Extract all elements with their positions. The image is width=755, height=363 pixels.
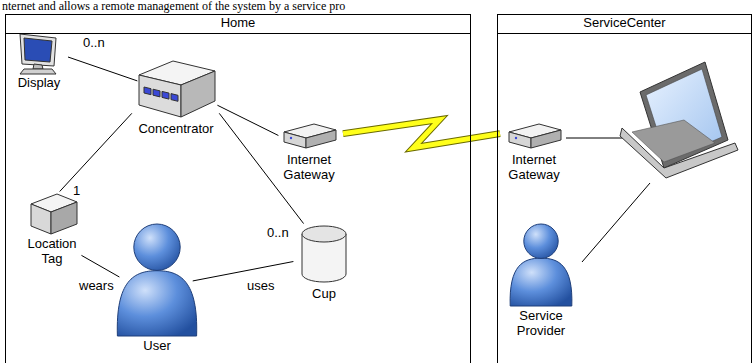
association-line bbox=[68, 57, 137, 81]
tag-side bbox=[51, 202, 77, 234]
panel-title: Home bbox=[6, 15, 470, 30]
gateway-icon bbox=[278, 120, 340, 152]
device-node: Cup bbox=[290, 222, 358, 301]
gateway-side bbox=[306, 130, 336, 148]
node-label: Service Provider bbox=[500, 308, 582, 338]
association-line bbox=[81, 255, 119, 277]
node-label: Display bbox=[10, 75, 68, 90]
panel-header: Home bbox=[6, 15, 470, 34]
association-line bbox=[217, 105, 278, 135]
tag-front bbox=[31, 204, 51, 234]
wire bbox=[582, 183, 650, 262]
connector-path bbox=[60, 113, 132, 191]
concentrator-icon bbox=[133, 55, 219, 121]
box-side bbox=[181, 71, 215, 117]
led bbox=[144, 87, 151, 95]
role-label: uses bbox=[246, 279, 275, 293]
cup-icon bbox=[294, 222, 354, 286]
panel-title: ServiceCenter bbox=[498, 15, 751, 30]
laptop-keyboard bbox=[632, 120, 715, 162]
gateway-front bbox=[284, 132, 306, 148]
node-label: Internet Gateway bbox=[500, 152, 568, 182]
monitor-base bbox=[20, 69, 56, 74]
device-node: Concentrator bbox=[130, 55, 222, 136]
device-node: Location Tag bbox=[20, 190, 84, 266]
laptop-illustration bbox=[566, 62, 738, 262]
multiplicity-label: 0..n bbox=[266, 226, 290, 240]
monitor-icon bbox=[14, 30, 64, 75]
gateway-side bbox=[531, 130, 561, 148]
node-label: Location Tag bbox=[20, 236, 84, 266]
person-head bbox=[134, 224, 180, 270]
gateway-led bbox=[515, 137, 517, 139]
role-label: wears bbox=[78, 279, 115, 293]
person-icon bbox=[112, 222, 202, 338]
cup-top bbox=[302, 226, 346, 242]
monitor-screen bbox=[24, 38, 52, 62]
node-label: User bbox=[110, 338, 204, 353]
led bbox=[162, 91, 169, 99]
led bbox=[153, 89, 160, 97]
gateway-icon bbox=[503, 120, 565, 152]
device-node: User bbox=[110, 222, 204, 353]
person-icon bbox=[506, 222, 576, 308]
connector-path bbox=[81, 255, 119, 277]
region-panel: ServiceCenterInternet GatewayService Pro… bbox=[497, 14, 752, 363]
connector-path bbox=[217, 105, 278, 135]
person-body bbox=[510, 258, 572, 306]
node-label: Cup bbox=[290, 286, 358, 301]
monitor-neck bbox=[33, 64, 43, 69]
bolt-outline bbox=[343, 120, 500, 148]
person-head bbox=[524, 224, 558, 258]
node-label: Internet Gateway bbox=[275, 152, 343, 182]
wire bbox=[566, 138, 628, 139]
text-fragment: nternet and allows a remote management o… bbox=[2, 0, 345, 13]
association-line bbox=[60, 113, 132, 191]
connector-path bbox=[193, 262, 294, 281]
person-body bbox=[117, 271, 196, 336]
panel-header: ServiceCenter bbox=[498, 15, 751, 34]
gateway-front bbox=[509, 132, 531, 148]
device-node: Internet Gateway bbox=[500, 120, 568, 182]
multiplicity-label: 1 bbox=[72, 184, 81, 198]
connector-path bbox=[68, 57, 137, 81]
gateway-led bbox=[290, 137, 292, 139]
monitor-frame bbox=[20, 34, 56, 66]
bolt-fill bbox=[343, 120, 500, 148]
multiplicity-label: 0..n bbox=[82, 36, 106, 50]
association-line bbox=[193, 262, 294, 281]
device-node: Internet Gateway bbox=[275, 120, 343, 182]
device-node: Service Provider bbox=[500, 222, 582, 338]
internet-link bbox=[343, 120, 500, 148]
node-label: Concentrator bbox=[130, 121, 222, 136]
box-front bbox=[139, 75, 181, 117]
device-node: Display bbox=[10, 30, 68, 90]
led bbox=[171, 94, 178, 102]
